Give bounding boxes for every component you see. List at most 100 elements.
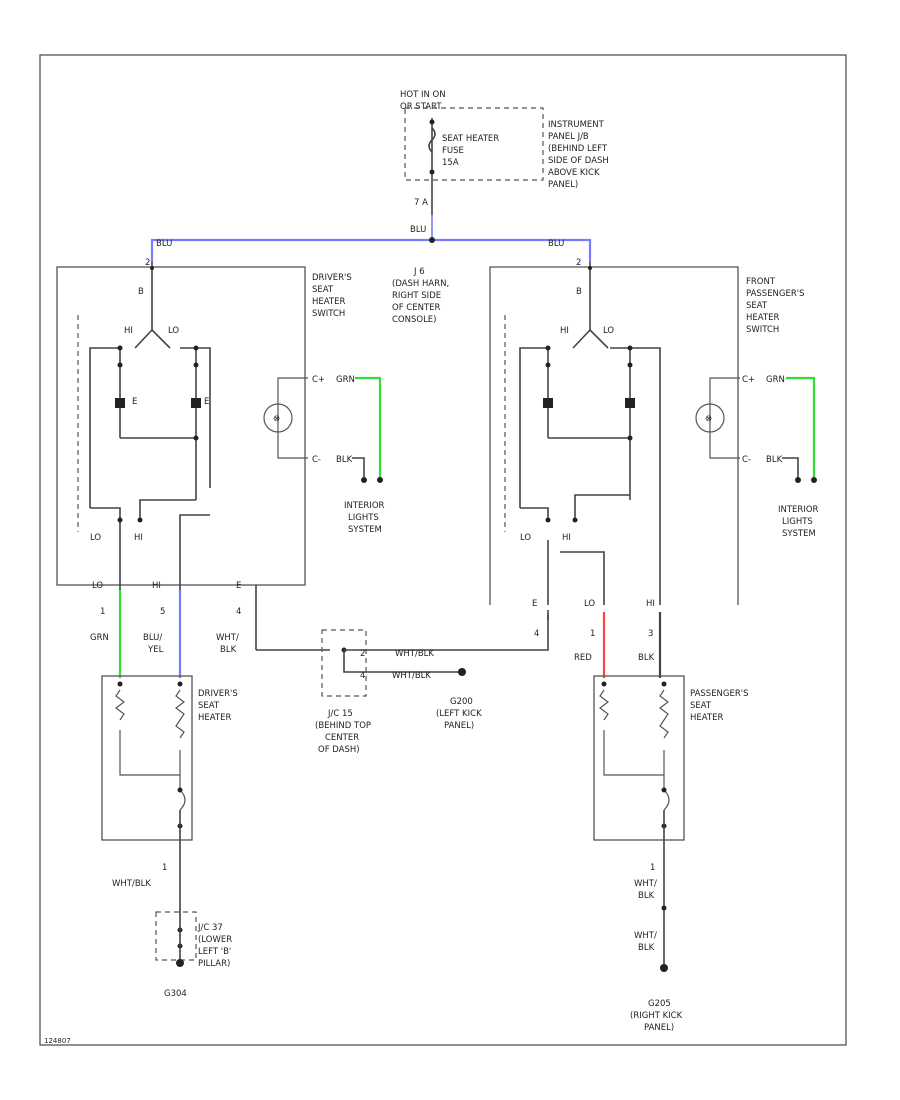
driver-pin-hi: HI (124, 326, 133, 336)
interior-left-2: LIGHTS (348, 513, 379, 523)
pass-switch-label-3: SEAT (746, 301, 768, 311)
driver-hi-rail (180, 347, 211, 488)
pass-lo-label: LO (520, 533, 531, 543)
bus-left-wire-label: BLU (156, 239, 172, 249)
pass-diode-right (625, 398, 635, 408)
pass-lo-out (520, 507, 549, 520)
pass-pin-hi: HI (560, 326, 569, 336)
fuse-name-line1: SEAT HEATER (442, 134, 499, 144)
pass-node-e (627, 435, 633, 441)
pass-heater-label-3: HEATER (690, 713, 723, 723)
driver-pin-lo: LO (168, 326, 179, 336)
pass-wire1-l1: WHT/ (634, 879, 657, 889)
driver-heater-pin: 1 (162, 863, 167, 873)
driver-ill-plus-wire: GRN (336, 375, 355, 385)
pass-switch-label-1: FRONT (746, 277, 776, 287)
pass-node-c (545, 362, 551, 368)
fuse-name-line2: FUSE (442, 146, 464, 156)
g200-label-3: PANEL) (444, 721, 474, 731)
pass-out-hi: HI (646, 599, 655, 609)
driver-ill-rail (277, 377, 308, 459)
driver-ill-plus: C+ (312, 375, 325, 385)
pass-hi-contact (572, 517, 578, 523)
driver-lo-label: LO (90, 533, 101, 543)
driver-diode-right-label: E (204, 397, 209, 407)
jc-pin-2: 2 (360, 649, 365, 659)
panel-line-4: SIDE OF DASH (548, 156, 609, 166)
pass-pin-4: 4 (534, 629, 539, 639)
jc15-to-pass (344, 615, 549, 651)
driver-w3-l2: BLK (220, 645, 237, 655)
pass-heater-elem-left (599, 689, 609, 721)
fuse-block: HOT IN ON OR START SEAT HEATER FUSE 15A … (400, 90, 609, 240)
driver-seat-heater: DRIVER'S SEAT HEATER 1 WHT/BLK J/C 37 (L… (101, 675, 238, 999)
pass-w1: RED (574, 653, 592, 663)
jc-label-1: J/C 15 (327, 709, 353, 719)
pass-switch-label-4: HEATER (746, 313, 779, 323)
driver-hi-bridge (139, 499, 196, 520)
pass-ill-plus: C+ (742, 375, 755, 385)
pass-out-lo: LO (584, 599, 595, 609)
fuse-name-line3: 15A (442, 158, 459, 168)
blue-bus-wire (150, 238, 592, 262)
driver-ill-term-b (377, 477, 383, 483)
pass-ill-term-a (795, 477, 801, 483)
pass-switch-label-2: PASSENGER'S (746, 289, 805, 299)
pass-ill-lamp (695, 403, 725, 433)
pass-lo-rail (519, 347, 548, 508)
pass-ill-rail (709, 377, 740, 459)
pass-wire2-l2: BLK (638, 943, 655, 953)
driver-ill-green-wire (355, 376, 382, 478)
driver-w2-l1: BLU/ (143, 633, 162, 643)
jc-pin-4: 4 (360, 671, 365, 681)
driver-pin-4: 4 (236, 607, 241, 617)
driver-w1: GRN (90, 633, 109, 643)
ground-g200-icon (458, 668, 466, 676)
ground-g304-label: G304 (164, 989, 187, 999)
fuse-hot-line1: HOT IN ON (400, 90, 446, 100)
jc15-to-ground (343, 650, 460, 673)
pass-hi-bridge (574, 494, 630, 520)
pass-ill-minus: C- (742, 455, 751, 465)
pass-pin-lo: LO (603, 326, 614, 336)
driver-ill-black-wire (352, 457, 365, 478)
driver-w3-l1: WHT/ (216, 633, 239, 643)
pass-heater-pin-a (601, 681, 607, 687)
interior-right-3: SYSTEM (782, 529, 816, 539)
pass-switch-box (489, 266, 739, 605)
jc37-3: LEFT 'B' (198, 947, 231, 957)
driver-seat-heater-switch: 2 B HI LO E E LO HI ⊗ C+ GRN C- (56, 258, 385, 650)
pass-heater-pin-b (661, 681, 667, 687)
panel-line-1: INSTRUMENT (548, 120, 605, 130)
pass-pin-top: 2 (576, 258, 581, 268)
fuse-top-terminal (429, 119, 435, 125)
ground-g304-icon (176, 959, 184, 967)
driver-switch-label-1: DRIVER'S (312, 273, 352, 283)
g200-label-1: G200 (450, 697, 473, 707)
pass-heater-pin: 1 (650, 863, 655, 873)
splice-line-2: (DASH HARN, (392, 279, 449, 289)
driver-lo-out (90, 507, 121, 590)
blue-bus: BLU BLU J 6 (DASH HARN, RIGHT SIDE OF CE… (150, 237, 592, 325)
driver-switch-box (56, 266, 306, 586)
pass-ill-black-wire (782, 457, 799, 478)
jc15-block: 2 4 WHT/BLK WHT/BLK J/C 15 (BEHIND TOP C… (256, 615, 549, 755)
interior-right-1: INTERIOR (778, 505, 819, 515)
interior-right-2: LIGHTS (782, 517, 813, 527)
driver-out-e: E (236, 581, 241, 591)
driver-ill-lamp (263, 403, 293, 433)
driver-hi-label: HI (134, 533, 143, 543)
pass-ill-green-wire (786, 376, 816, 478)
pass-hi-rail (610, 347, 661, 605)
passenger-seat-heater: PASSENGER'S SEAT HEATER 1 WHT/ BLK WHT/ … (593, 675, 749, 1033)
driver-node-a (117, 345, 123, 351)
diagram-code: 124807 (44, 1037, 71, 1045)
pass-lo-wire-down (560, 551, 605, 605)
pass-ill-minus-wire: BLK (766, 455, 783, 465)
jc-label-2: (BEHIND TOP (315, 721, 371, 731)
jc37-outline (155, 911, 197, 961)
driver-node-c (117, 362, 123, 368)
driver-ill-minus-wire: BLK (336, 455, 353, 465)
pass-diode-left (543, 398, 553, 408)
